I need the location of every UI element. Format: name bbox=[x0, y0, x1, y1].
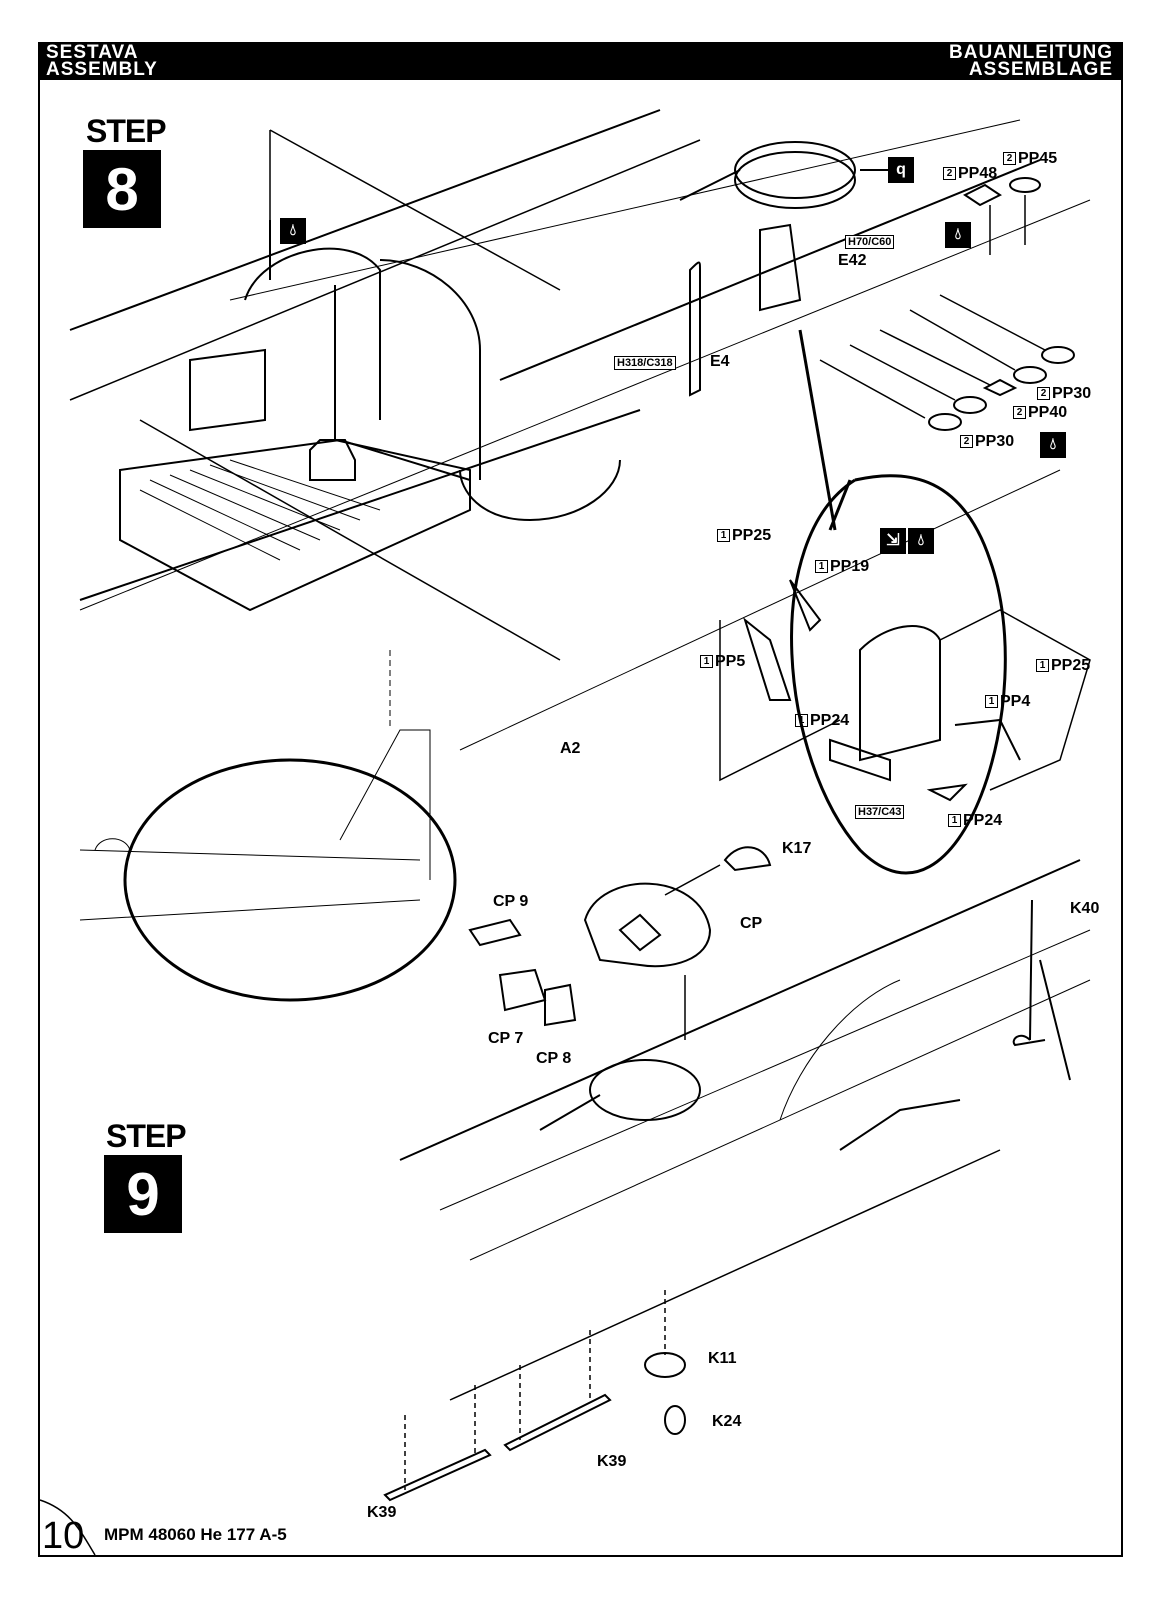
gun-q-icon: q bbox=[888, 157, 914, 183]
part-cp7: CP 7 bbox=[488, 1030, 524, 1047]
step9-number: 9 bbox=[104, 1155, 182, 1233]
paint-h318-c318: H318/C318 bbox=[614, 356, 676, 370]
bend-icon: ⇲ bbox=[880, 528, 906, 554]
step8-number: 8 bbox=[83, 150, 161, 228]
glue-drop-icon: 💧︎ bbox=[1040, 432, 1066, 458]
part-k40: K40 bbox=[1070, 900, 1100, 917]
part-k17: K17 bbox=[782, 840, 812, 857]
glue-drop-icon: 💧︎ bbox=[945, 222, 971, 248]
part-cp9: CP 9 bbox=[493, 893, 529, 910]
part-a2: A2 bbox=[560, 740, 581, 757]
part-e4: E4 bbox=[710, 353, 730, 370]
kit-title: MPM 48060 He 177 A-5 bbox=[104, 1525, 287, 1544]
paint-h70-c60: H70/C60 bbox=[845, 235, 895, 249]
panel-parts bbox=[819, 177, 1075, 431]
seat-detail-circle bbox=[719, 474, 1091, 875]
page-number: 10 bbox=[42, 1515, 85, 1557]
step9-label: STEP bbox=[106, 1118, 187, 1154]
part-k39-a: K39 bbox=[597, 1453, 627, 1470]
side-view-inset bbox=[79, 650, 457, 1002]
part-k24: K24 bbox=[712, 1413, 742, 1430]
part-k11: K11 bbox=[708, 1350, 737, 1367]
header-left-line1: SESTAVA bbox=[46, 42, 139, 63]
part-e42: E42 bbox=[838, 252, 867, 269]
part-cp8: CP 8 bbox=[536, 1050, 572, 1067]
fuselage-step8 bbox=[69, 109, 1091, 751]
paint-h37-c43: H37/C43 bbox=[855, 805, 905, 819]
step8-label: STEP bbox=[86, 113, 167, 149]
glue-drop-icon: 💧︎ bbox=[280, 218, 306, 244]
page-corner-curve bbox=[39, 1499, 96, 1556]
part-k39-b: K39 bbox=[367, 1504, 397, 1521]
header-right-line1: BAUANLEITUNG bbox=[949, 42, 1113, 63]
header-right-line2: ASSEMBLAGE bbox=[968, 59, 1113, 80]
header-left-line2: ASSEMBLY bbox=[46, 59, 158, 80]
fuselage-step9 bbox=[383, 846, 1091, 1502]
header-bar: SESTAVA ASSEMBLY BAUANLEITUNG ASSEMBLAGE bbox=[38, 42, 1123, 80]
turret-e-parts bbox=[679, 141, 890, 531]
glue-drop-icon: 💧︎ bbox=[908, 528, 934, 554]
part-cp: CP bbox=[740, 915, 763, 932]
